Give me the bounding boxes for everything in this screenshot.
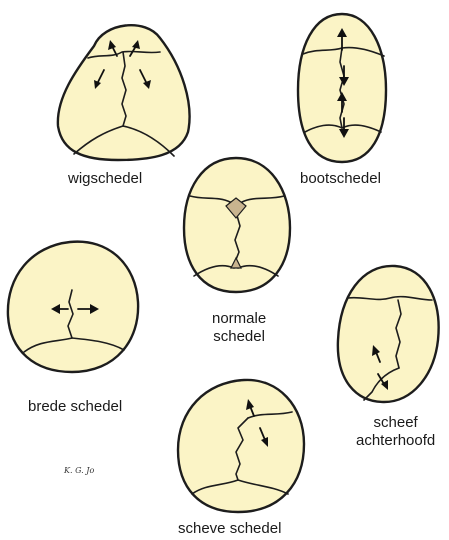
label-normale-line-2: schedel <box>212 328 266 346</box>
skull-wigschedel <box>58 25 190 160</box>
skull-scheef <box>338 266 439 402</box>
skull-scheve <box>178 380 304 512</box>
label-scheef-line-2: achterhoofd <box>356 432 435 450</box>
label-normale-schedel: normale schedel <box>212 310 266 346</box>
artist-signature: K. G. Jo <box>64 466 94 475</box>
label-brede-schedel: brede schedel <box>28 398 122 416</box>
skull-bootschedel <box>298 14 386 162</box>
label-scheef-line-1: scheef <box>356 414 435 432</box>
label-wigschedel: wigschedel <box>68 170 142 188</box>
skull-normale <box>184 158 290 292</box>
label-scheve-schedel: scheve schedel <box>178 520 281 538</box>
label-scheef-achterhoofd: scheef achterhoofd <box>356 414 435 450</box>
label-normale-line-1: normale <box>212 310 266 328</box>
label-bootschedel: bootschedel <box>300 170 381 188</box>
skull-brede <box>8 242 138 372</box>
